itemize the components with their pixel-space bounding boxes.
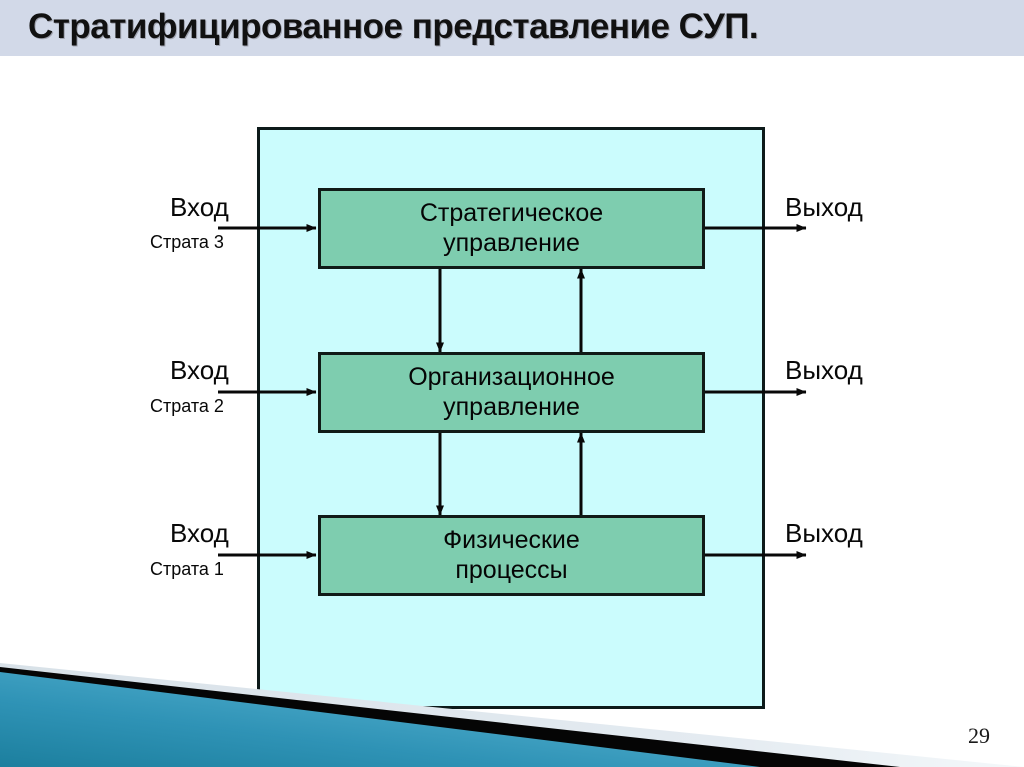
- stratum-box-strategic[interactable]: Стратегическое управление: [318, 188, 705, 269]
- diagram-canvas: Стратегическое управление Организационно…: [0, 56, 1024, 709]
- output-label-stratum-2: Выход: [785, 355, 863, 385]
- strata-label-2: Страта 2: [150, 396, 224, 416]
- strata-label-3: Страта 3: [150, 232, 224, 252]
- strata-label-1: Страта 1: [150, 559, 224, 579]
- stratum-box-organizational-line1: Организационное: [408, 363, 615, 391]
- page-title: Стратифицированное представление СУП.: [28, 7, 759, 46]
- input-label-stratum-3: Вход: [170, 192, 229, 222]
- output-label-stratum-1: Выход: [785, 518, 863, 548]
- stratum-box-organizational-line2: управление: [443, 392, 580, 421]
- input-label-stratum-2: Вход: [170, 355, 229, 385]
- input-label-stratum-1: Вход: [170, 518, 229, 548]
- title-band: Стратифицированное представление СУП.: [0, 0, 1024, 56]
- stratum-box-physical[interactable]: Физические процессы: [318, 515, 705, 596]
- stratum-box-strategic-line1: Стратегическое: [419, 199, 604, 227]
- stratum-box-strategic-line2: управление: [443, 228, 580, 257]
- stratum-box-physical-line1: Физические: [443, 526, 580, 554]
- output-label-stratum-3: Выход: [785, 192, 863, 222]
- stratum-box-organizational[interactable]: Организационное управление: [318, 352, 705, 433]
- page-number: 29: [968, 723, 990, 748]
- stratum-box-physical-line2: процессы: [455, 555, 568, 584]
